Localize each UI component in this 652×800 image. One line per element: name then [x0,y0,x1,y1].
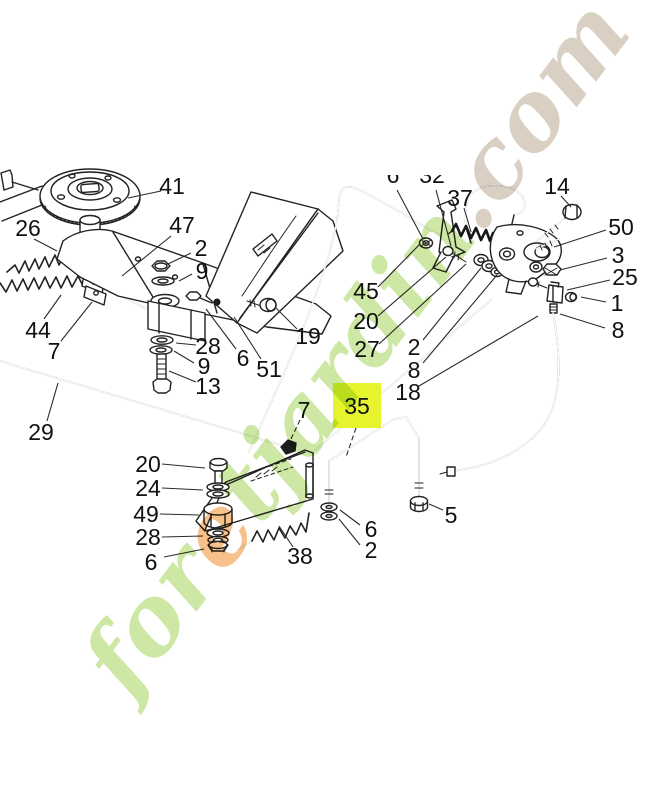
callout-38: 38 [287,543,313,569]
callout-5: 5 [445,502,458,528]
watermark: foretjardin.com [57,0,652,719]
leader-line-8b [559,313,606,329]
leader-line-6b [163,548,205,558]
leader-line-25 [566,279,611,291]
line-art [0,168,582,553]
callout-26: 26 [15,215,41,241]
leader-line-2c [338,518,361,546]
leader-line-3 [559,257,608,271]
leader-line-2a [167,252,192,265]
rod-29 [0,360,285,447]
leader-line-28a [175,342,197,346]
callout-14: 14 [544,173,570,199]
control-cable [248,186,455,453]
leader-line-51 [233,316,262,360]
callout-35: 35 [344,393,370,419]
callout-8b: 8 [612,317,625,343]
callout-28a: 28 [195,333,221,359]
callout-45: 45 [353,278,379,304]
leader-line-5 [428,503,444,511]
leader-line-20b [161,463,206,469]
callout-8a: 8 [408,357,421,383]
leader-line-47 [121,235,172,277]
leader-line-27 [378,263,467,345]
left-edge-clip [0,169,39,191]
callout-6a: 6 [237,345,250,371]
callout-2a: 2 [195,235,208,261]
upper-mechanism [418,184,582,477]
channel-bracket-51 [185,191,344,334]
watermark-text: foretjardin.com [57,0,652,719]
leader-line-35 [345,427,357,458]
leader-line-6t [396,189,424,240]
callout-50: 50 [608,214,634,240]
callout-20b: 20 [135,451,161,477]
callout-44: 44 [25,317,51,343]
callout-18: 18 [395,379,421,405]
callout-2b: 2 [408,334,421,360]
callout-20a: 20 [353,308,379,334]
callout-25: 25 [612,264,638,290]
leader-line-14 [560,195,572,208]
pulley-41 [39,168,141,237]
callout-32: 32 [419,162,445,188]
highlight-box [333,383,381,428]
callout-7b: 7 [298,397,311,423]
callout-28b: 28 [135,524,161,550]
leader-line-6c [339,509,361,526]
callout-24: 24 [135,475,161,501]
leader-line-45 [377,243,421,288]
leader-line-7a [60,301,93,342]
leader-line-9a [178,273,193,282]
leader-line-26 [33,238,58,252]
callout-51: 51 [256,356,282,382]
leader-line-50 [553,229,607,248]
callout-41: 41 [159,173,185,199]
leader-line-8a [422,274,498,364]
leader-line-32 [435,189,452,247]
leader-line-41 [127,190,162,199]
callout-9a: 9 [196,258,209,284]
spring-38 [237,512,310,550]
link-rod [298,299,492,465]
leader-line-44 [43,294,62,320]
callout-9b: 9 [198,353,211,379]
callout-47: 47 [169,212,195,238]
callout-6c: 6 [365,516,378,542]
callout-6t: 6 [387,162,400,188]
callout-7a: 7 [48,338,61,364]
leader-line-49 [159,513,200,516]
callout-2c: 2 [365,537,378,563]
leader-line-37 [463,207,472,233]
callout-6b: 6 [145,549,158,575]
leader-line-19 [274,306,298,330]
leader-line-38 [278,525,294,548]
callout-49: 49 [133,501,159,527]
leader-line-29 [46,382,59,422]
callout-27: 27 [354,336,380,362]
lower-bracket-49 [195,449,315,553]
callout-13: 13 [195,373,221,399]
leader-line-24 [161,487,204,491]
leader-line-6a [205,308,237,350]
leader-line-9b [173,350,195,364]
leader-line-18 [418,315,539,387]
bent-rod-35 [320,416,429,521]
leader-line-7b [289,419,301,442]
callout-29: 29 [28,419,54,445]
leader-line-2b [422,267,482,341]
leader-line-1 [580,296,607,303]
callout-1: 1 [611,290,624,316]
callout-3: 3 [612,242,625,268]
leader-line-28b [161,535,204,538]
callout-37: 37 [447,185,473,211]
callout-19: 19 [295,323,321,349]
clip-7 [280,439,297,455]
leader-line-13 [168,370,197,383]
leader-line-20a [377,256,447,317]
